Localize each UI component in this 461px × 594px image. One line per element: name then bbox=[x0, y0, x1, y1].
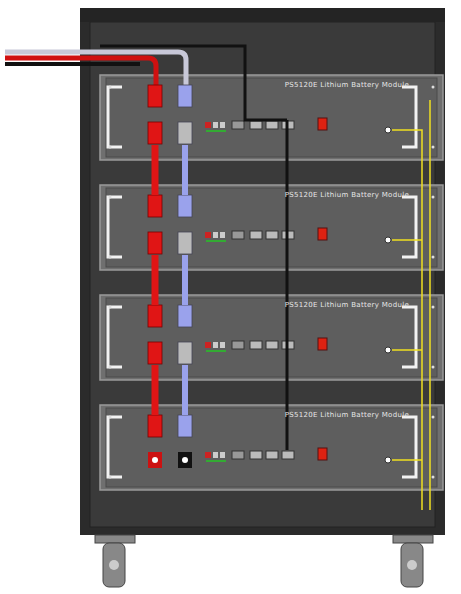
module-cable bbox=[286, 230, 289, 340]
module-label: PS5120E Lithium Battery Module bbox=[285, 301, 409, 309]
module-label: PS5120E Lithium Battery Module bbox=[285, 81, 409, 89]
module-cable bbox=[152, 255, 159, 305]
module-cable bbox=[152, 145, 159, 195]
module-cable bbox=[182, 255, 188, 305]
module-label: PS5120E Lithium Battery Module bbox=[285, 191, 409, 199]
battery-module: PS5120E Lithium Battery Module bbox=[100, 295, 443, 380]
module-label: PS5120E Lithium Battery Module bbox=[285, 411, 409, 419]
module-cable bbox=[182, 145, 188, 195]
battery-module: PS5120E Lithium Battery Module bbox=[100, 185, 443, 270]
module-cable bbox=[286, 340, 289, 450]
module-cable bbox=[152, 365, 159, 415]
module-cable bbox=[286, 120, 289, 230]
battery-module: PS5120E Lithium Battery Module bbox=[100, 405, 443, 490]
battery-module: PS5120E Lithium Battery Module bbox=[100, 75, 443, 160]
module-cable bbox=[182, 365, 188, 415]
